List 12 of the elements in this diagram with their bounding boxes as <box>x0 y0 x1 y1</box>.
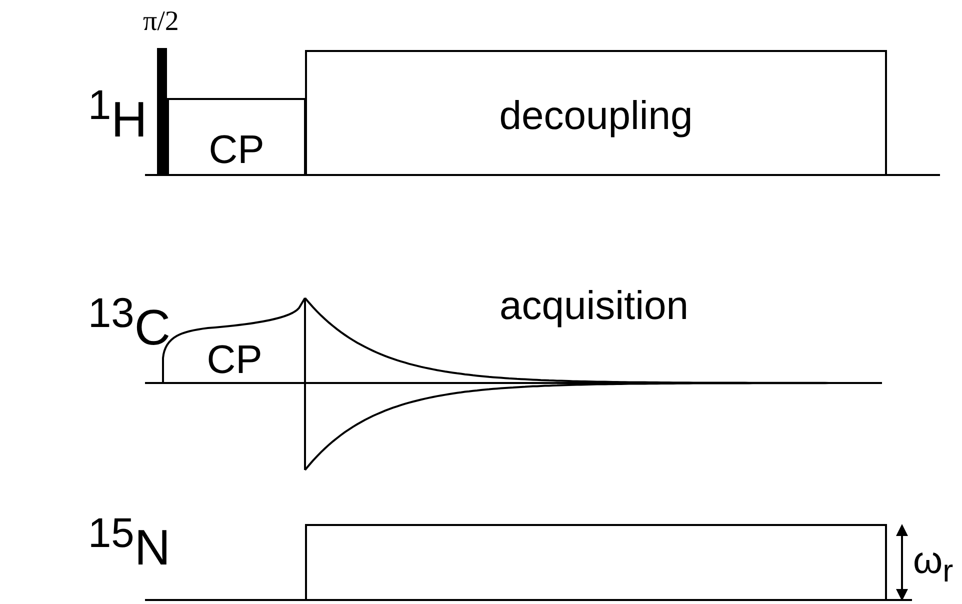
pulse-label: CP <box>206 340 264 380</box>
pulse-label: acquisition <box>498 286 690 326</box>
pulse-label: CP <box>208 130 266 170</box>
channel-label: $^{15}$N <box>88 512 170 573</box>
flip-angle-label: π/2 <box>143 8 179 36</box>
pulse-block <box>167 98 306 176</box>
pulse-block <box>305 50 887 176</box>
channel-label: $^{13}$C <box>88 292 170 353</box>
pulse-block <box>305 524 887 601</box>
frequency-label: ω$_{r}$ <box>913 542 954 588</box>
pulse-label: decoupling <box>498 96 694 136</box>
channel-label: $^{1}$H <box>88 84 148 145</box>
